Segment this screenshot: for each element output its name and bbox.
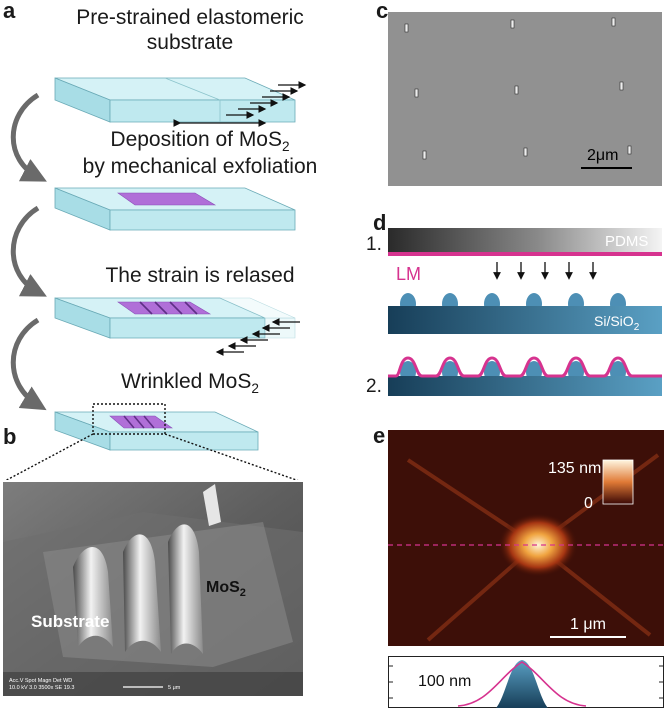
scale-label-e: 1 μm [570,616,606,633]
step2-line1: Deposition of MoS2 [110,128,290,155]
step4-caption: Wrinkled MoS2 [121,370,259,397]
si-label: Si/SiO2 [594,313,640,333]
step2-label-d: 2. [366,376,382,397]
panel-label-a: a [3,0,16,23]
lm-conformal-layer [388,356,662,378]
sem-image-c: 2μm [388,12,662,186]
mos2-label-b: MoS2 [206,579,246,599]
substrate-label: Substrate [31,612,109,631]
colorbar-max-label: 135 nm [548,460,601,477]
wrinkle-lines-3 [139,301,198,315]
zoom-box [92,403,166,435]
wrinkle-ridges [73,484,221,654]
mos2-flake [117,192,217,206]
substrate-slab-3 [54,297,296,339]
pdms-layer [388,228,662,252]
substrate-slab-2 [54,187,296,231]
panel-label-e: e [373,423,386,448]
scale-label-c: 2μm [587,147,618,164]
afm-image-e: 135 nm 0 1 μm [388,430,664,646]
zoom-line-right [164,433,299,480]
step1-line2: substrate [146,30,234,54]
panel-label-d: d [373,210,387,235]
step1-line1: Pre-strained elastomeric [76,6,304,29]
sem-info-header: Acc.V Spot Magn Det WD [9,678,72,684]
lm-label: LM [396,264,421,284]
compress-arrows-3 [215,318,300,356]
colorbar [602,459,634,505]
substrate-slab-4 [54,403,259,451]
sem-scale-label-b: 5 μm [168,685,181,691]
step2-caption: Deposition of MoS2 by mechanical exfolia… [40,128,360,180]
pillar-markers [404,17,632,160]
profile-pillar [496,660,548,708]
press-arrows [493,262,597,280]
step1-label-d: 1. [366,234,382,255]
schematic-d: 1. PDMS LM Si/SiO2 2. [366,228,662,397]
panel-label-c: c [376,0,389,23]
substrate-slab-1 [54,77,296,123]
si-substrate-1 [388,306,662,334]
afm-bump [498,513,578,577]
profile-curve [457,661,587,707]
panel-a-diagram [5,77,307,480]
lm-layer-flat [388,252,662,256]
process-arrows [10,92,47,411]
afm-profile-e: 100 nm [388,656,664,708]
colorbar-min-label: 0 [584,495,593,512]
sem-info-values: 10.0 kV 3.0 3500x SE 19.3 [9,685,74,691]
panel-label-b: b [3,424,17,449]
si-substrate-2 [388,376,662,396]
zoom-line-left [5,433,94,480]
step2-line2: by mechanical exfoliation [82,155,318,179]
pull-arrows-1 [226,81,307,119]
profile-ticks [388,665,664,699]
sem-image-b: Substrate MoS2 Acc.V Spot Magn Det WD 10… [3,482,303,696]
step1-caption: Pre-strained elastomeric substrate [40,6,340,56]
profile-height-label: 100 nm [418,673,471,690]
pdms-label: PDMS [605,233,648,250]
step3-caption: The strain is relased [105,264,295,287]
